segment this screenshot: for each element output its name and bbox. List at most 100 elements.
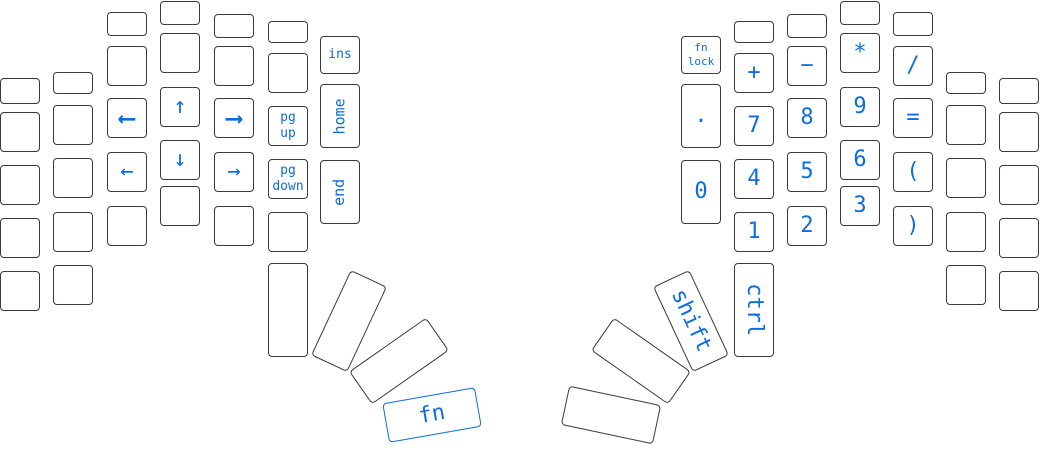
decimal-point-label: . [694, 103, 708, 129]
key-right-thumb-4 [560, 385, 662, 445]
key-down-arrow: ↓ [160, 140, 200, 180]
key-left-pinky-5 [53, 265, 93, 305]
paren-close-label: ) [906, 213, 920, 239]
key-right-index-1 [787, 14, 827, 38]
key-decimal-point: . [681, 84, 721, 148]
key-right-arrow: → [214, 152, 254, 192]
key-left-outer-3 [0, 165, 40, 205]
fn-label: fn [416, 400, 448, 430]
one-label: 1 [747, 219, 761, 245]
key-eight: 8 [787, 98, 827, 138]
page-up-label: pg up [280, 109, 296, 141]
minus-label: − [800, 53, 814, 79]
ctrl-label: ctrl [741, 283, 767, 337]
key-right-pinky-4 [946, 212, 986, 252]
slash-label: / [906, 53, 920, 79]
nine-label: 9 [853, 94, 867, 120]
key-right-middle-1 [840, 1, 880, 25]
key-right-pinky-1 [946, 72, 986, 94]
three-label: 3 [853, 193, 867, 219]
key-right-outer-2 [999, 112, 1039, 152]
key-right-outer-4 [999, 218, 1039, 258]
key-plus: + [734, 53, 774, 93]
key-insert: ins [320, 36, 360, 74]
key-right-outer-3 [999, 165, 1039, 205]
key-page-down: pg down [268, 159, 308, 199]
arrow-down-icon: ↓ [173, 147, 187, 173]
key-right-ring-1 [893, 12, 933, 36]
key-left-outer-2 [0, 112, 40, 152]
arrow-up-icon: ↑ [173, 94, 187, 120]
key-left-pinky-1 [53, 72, 93, 94]
key-six: 6 [840, 140, 880, 180]
key-left-pinky-4 [53, 212, 93, 252]
arrow-right-bold-icon: ⟶ [226, 104, 242, 132]
key-left-outer-5 [0, 271, 40, 311]
end-label: end [330, 178, 349, 206]
key-left-index-1 [214, 14, 254, 38]
eight-label: 8 [800, 105, 814, 131]
key-left-index-2 [214, 46, 254, 86]
key-fn: fn [382, 387, 482, 443]
key-left-inner-2 [268, 53, 308, 93]
key-left-middle-2 [160, 33, 200, 73]
arrow-left-icon: ← [120, 159, 134, 185]
key-right-outer-5 [999, 271, 1039, 311]
key-paren-close: ) [893, 206, 933, 246]
key-left-arrow: ← [107, 152, 147, 192]
key-minus: − [787, 46, 827, 86]
shift-label: shift [665, 285, 717, 357]
key-page-up: pg up [268, 106, 308, 146]
key-slash: / [893, 46, 933, 86]
arrow-left-bold-icon: ⟵ [119, 104, 135, 132]
four-label: 4 [747, 166, 761, 192]
zero-label: 0 [694, 179, 708, 205]
key-fn-lock: fn lock [681, 36, 721, 74]
key-home: home [320, 84, 360, 148]
key-one: 1 [734, 212, 774, 252]
key-equals: = [893, 98, 933, 138]
key-left-pinky-2 [53, 105, 93, 145]
key-left-ring-5 [107, 206, 147, 246]
key-ctrl: ctrl [734, 263, 774, 357]
key-right-arrow-bold: ⟶ [214, 98, 254, 138]
key-right-outer-1 [999, 78, 1039, 104]
key-five: 5 [787, 152, 827, 192]
key-left-arrow-bold: ⟵ [107, 98, 147, 138]
paren-open-label: ( [906, 159, 920, 185]
key-paren-open: ( [893, 152, 933, 192]
seven-label: 7 [747, 113, 761, 139]
key-left-thumb-1 [268, 263, 308, 357]
key-left-ring-1 [107, 12, 147, 36]
insert-label: ins [328, 46, 352, 62]
asterisk-label: * [853, 40, 867, 66]
key-left-outer-4 [0, 218, 40, 258]
key-left-inner-1 [268, 21, 308, 43]
key-left-pinky-3 [53, 158, 93, 198]
home-label: home [330, 97, 349, 135]
key-end: end [320, 160, 360, 224]
key-nine: 9 [840, 87, 880, 127]
key-three: 3 [840, 186, 880, 226]
key-right-inner-1 [734, 21, 774, 43]
page-down-label: pg down [272, 162, 304, 194]
arrow-right-icon: → [227, 159, 241, 185]
key-left-ring-2 [107, 46, 147, 86]
key-right-pinky-3 [946, 158, 986, 198]
equals-label: = [906, 105, 920, 131]
key-up-arrow: ↑ [160, 87, 200, 127]
two-label: 2 [800, 213, 814, 239]
key-left-inner-5 [268, 212, 308, 252]
fn-lock-label: fn lock [687, 41, 715, 68]
key-left-middle-5 [160, 186, 200, 226]
key-two: 2 [787, 206, 827, 246]
key-asterisk: * [840, 33, 880, 73]
key-left-outer-1 [0, 78, 40, 104]
key-four: 4 [734, 159, 774, 199]
key-left-middle-1 [160, 1, 200, 25]
key-seven: 7 [734, 106, 774, 146]
key-right-pinky-2 [946, 105, 986, 145]
plus-label: + [747, 60, 761, 86]
key-left-index-5 [214, 206, 254, 246]
